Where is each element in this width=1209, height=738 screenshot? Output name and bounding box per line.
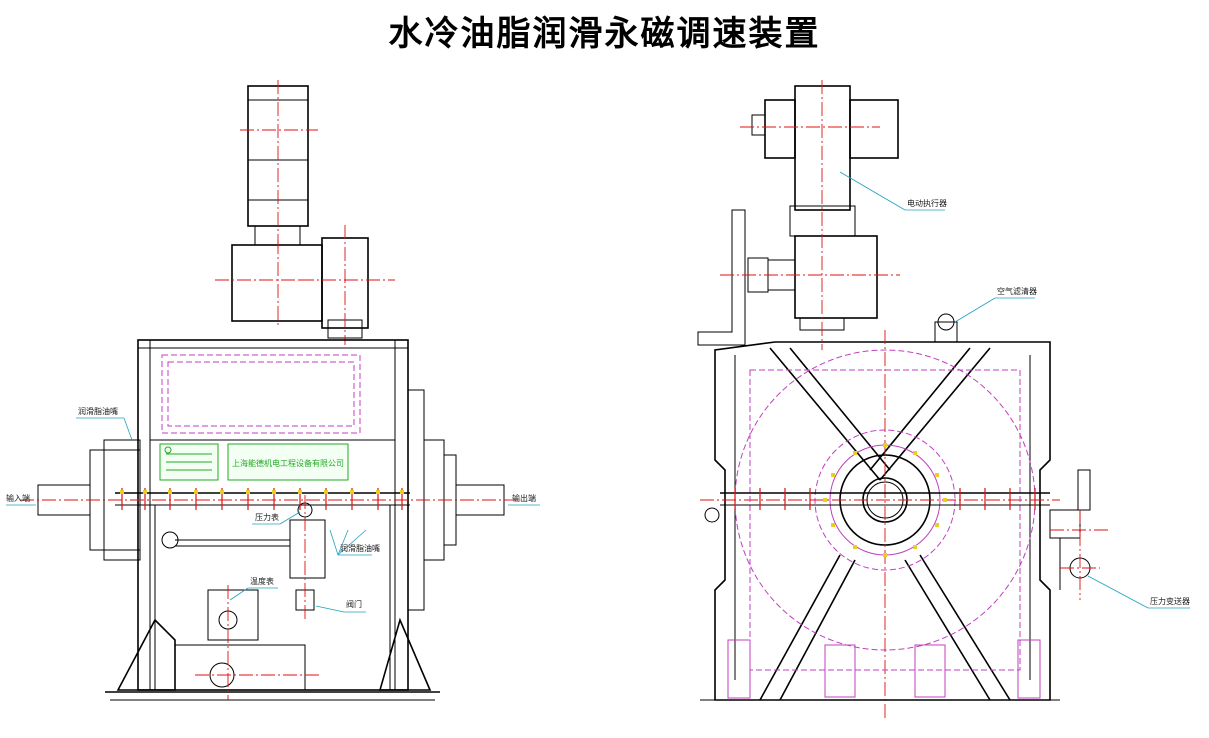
- label-thermometer: 温度表: [250, 576, 274, 586]
- nameplates: 上海能德机电工程设备有限公司: [159, 443, 349, 481]
- side-labels: 电动执行器 空气滤清器 压力变送器: [839, 171, 1190, 609]
- label-pressure-gauge: 压力表: [255, 512, 279, 522]
- label-pressure-transmitter: 压力变送器: [1150, 596, 1190, 606]
- front-view: 上海能德机电工程设备有限公司 润滑脂油嘴 输入端 输出端 压力表 润滑脂油嘴 温…: [6, 80, 540, 701]
- front-flange-bolts: [120, 488, 404, 510]
- side-view: 电动执行器 空气滤清器 压力变送器: [697, 80, 1190, 720]
- nameplate-company: 上海能德机电工程设备有限公司: [232, 458, 344, 468]
- label-input-end: 输入端: [6, 493, 30, 503]
- label-valve: 阀门: [346, 599, 362, 609]
- front-motor: [240, 80, 318, 250]
- label-lube-nozzle: 润滑脂油嘴: [78, 406, 118, 416]
- drawing-title: 水冷油脂润滑永磁调速装置: [388, 14, 821, 54]
- side-actuator: [697, 80, 900, 350]
- label-electric-actuator: 电动执行器: [907, 198, 947, 208]
- front-frame: [20, 339, 520, 701]
- label-output-end: 输出端: [512, 493, 536, 503]
- front-gearbox: [215, 225, 395, 345]
- side-flange-bolts: [734, 488, 1036, 510]
- label-grease-nozzle: 润滑脂油嘴: [340, 543, 380, 553]
- front-labels: 润滑脂油嘴 输入端 输出端 压力表 润滑脂油嘴 温度表 阀门: [6, 406, 540, 613]
- label-air-filter: 空气滤清器: [997, 286, 1037, 296]
- side-housing: [700, 313, 1110, 720]
- side-bolt-circle: [823, 443, 947, 557]
